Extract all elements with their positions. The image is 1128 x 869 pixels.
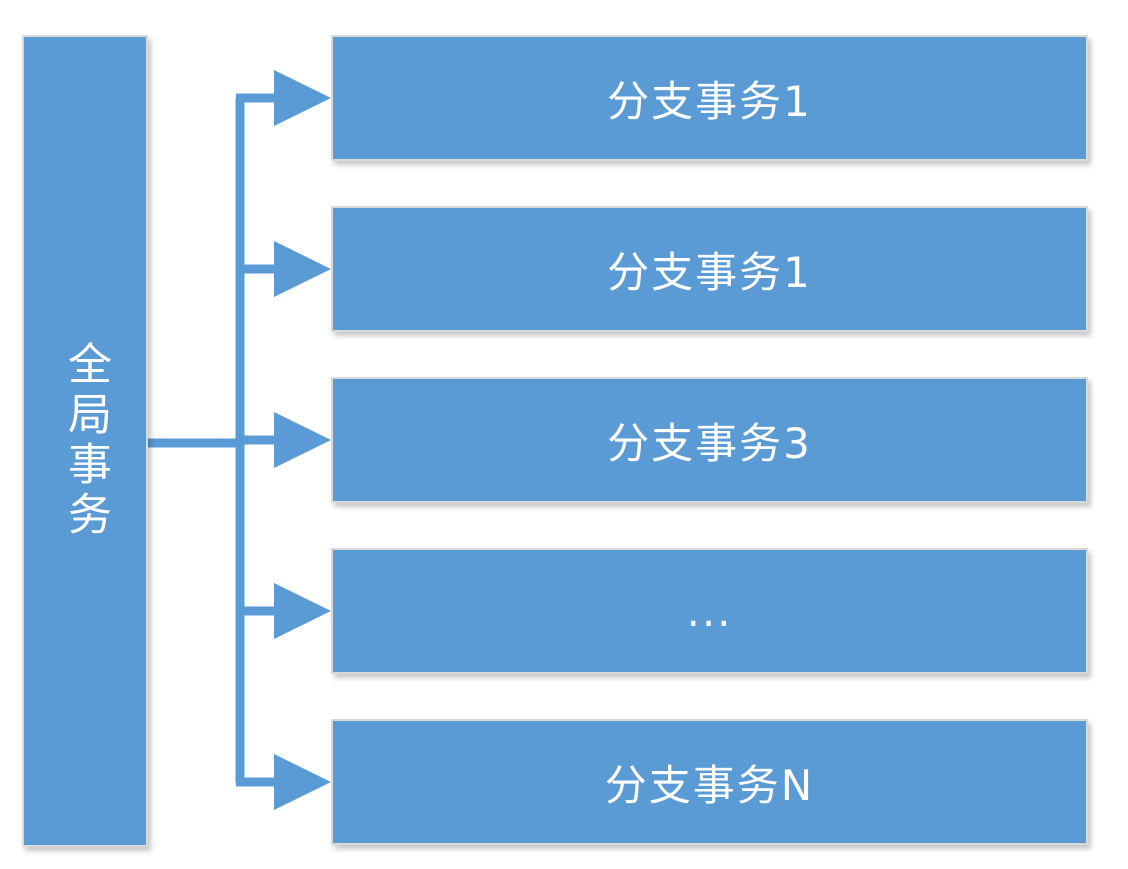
branch-transaction-label-1: 分支事务1 <box>607 76 812 126</box>
branch-transaction-label-n: 分支事务N <box>604 760 815 810</box>
arrowhead-1 <box>274 70 331 126</box>
branch-transaction-box-ellipsis: ... <box>331 548 1088 674</box>
branch-transaction-label-3: 分支事务3 <box>607 418 812 468</box>
global-transaction-box: 全局事务 <box>22 35 148 847</box>
arrowhead-2 <box>274 241 331 297</box>
branch-transaction-box-n: 分支事务N <box>331 719 1088 845</box>
arrowhead-4 <box>274 583 331 639</box>
branch-transaction-box-2: 分支事务1 <box>331 206 1088 332</box>
branch-transaction-box-3: 分支事务3 <box>331 377 1088 503</box>
arrowhead-3 <box>274 412 331 468</box>
branch-transaction-label-ellipsis: ... <box>686 586 733 636</box>
arrowhead-5 <box>274 754 331 810</box>
global-transaction-label: 全局事务 <box>60 341 111 541</box>
branch-transaction-box-1: 分支事务1 <box>331 35 1088 161</box>
branch-transaction-label-2: 分支事务1 <box>607 247 812 297</box>
